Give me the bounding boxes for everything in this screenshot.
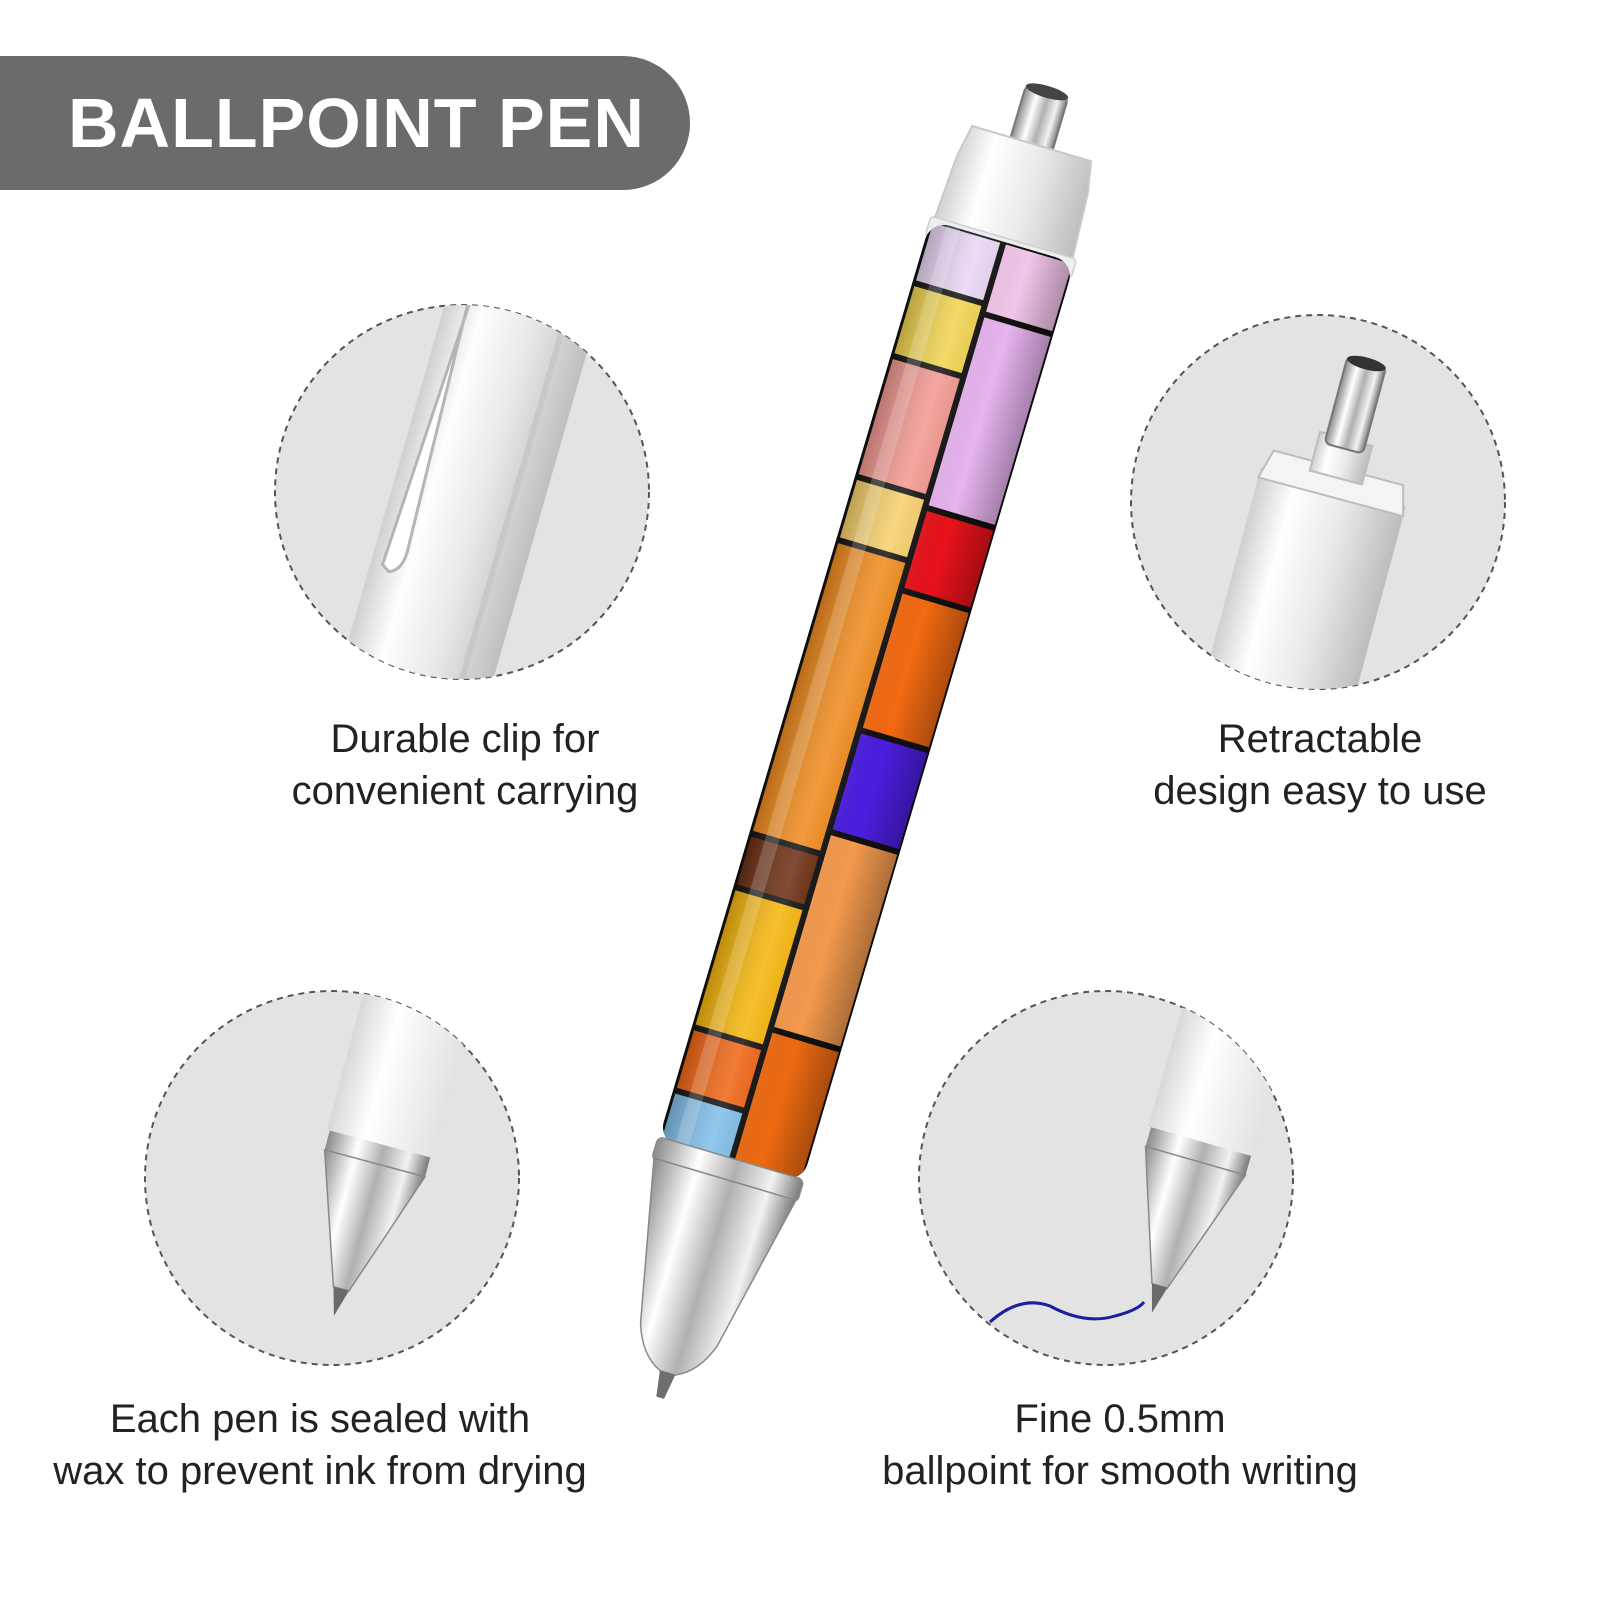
banner-title: BALLPOINT PEN <box>68 84 645 162</box>
clip-closeup-circle <box>274 304 650 680</box>
feature-caption-sealed: Each pen is sealed with wax to prevent i… <box>53 1397 587 1493</box>
pen-body-mosaic <box>658 220 1075 1184</box>
retractable-closeup-circle <box>1130 314 1506 690</box>
ballpoint-pen-illustration <box>639 83 1093 1399</box>
title-banner: BALLPOINT PEN <box>0 56 690 190</box>
writing-tip-closeup-circle <box>918 990 1294 1366</box>
sealed-tip-closeup-circle <box>144 990 520 1366</box>
pen-tip-cone <box>639 1157 797 1376</box>
retractable-button-icon <box>1183 355 1406 689</box>
feature-caption-fine: Fine 0.5mm ballpoint for smooth writing <box>882 1397 1358 1493</box>
pen-ball-tip <box>656 1370 676 1399</box>
ink-line-icon <box>988 1301 1146 1324</box>
clip-closeup-icon <box>322 305 611 679</box>
feature-caption-retractable: Retractable design easy to use <box>1153 717 1487 813</box>
feature-caption-clip: Durable clip for convenient carrying <box>291 717 639 813</box>
